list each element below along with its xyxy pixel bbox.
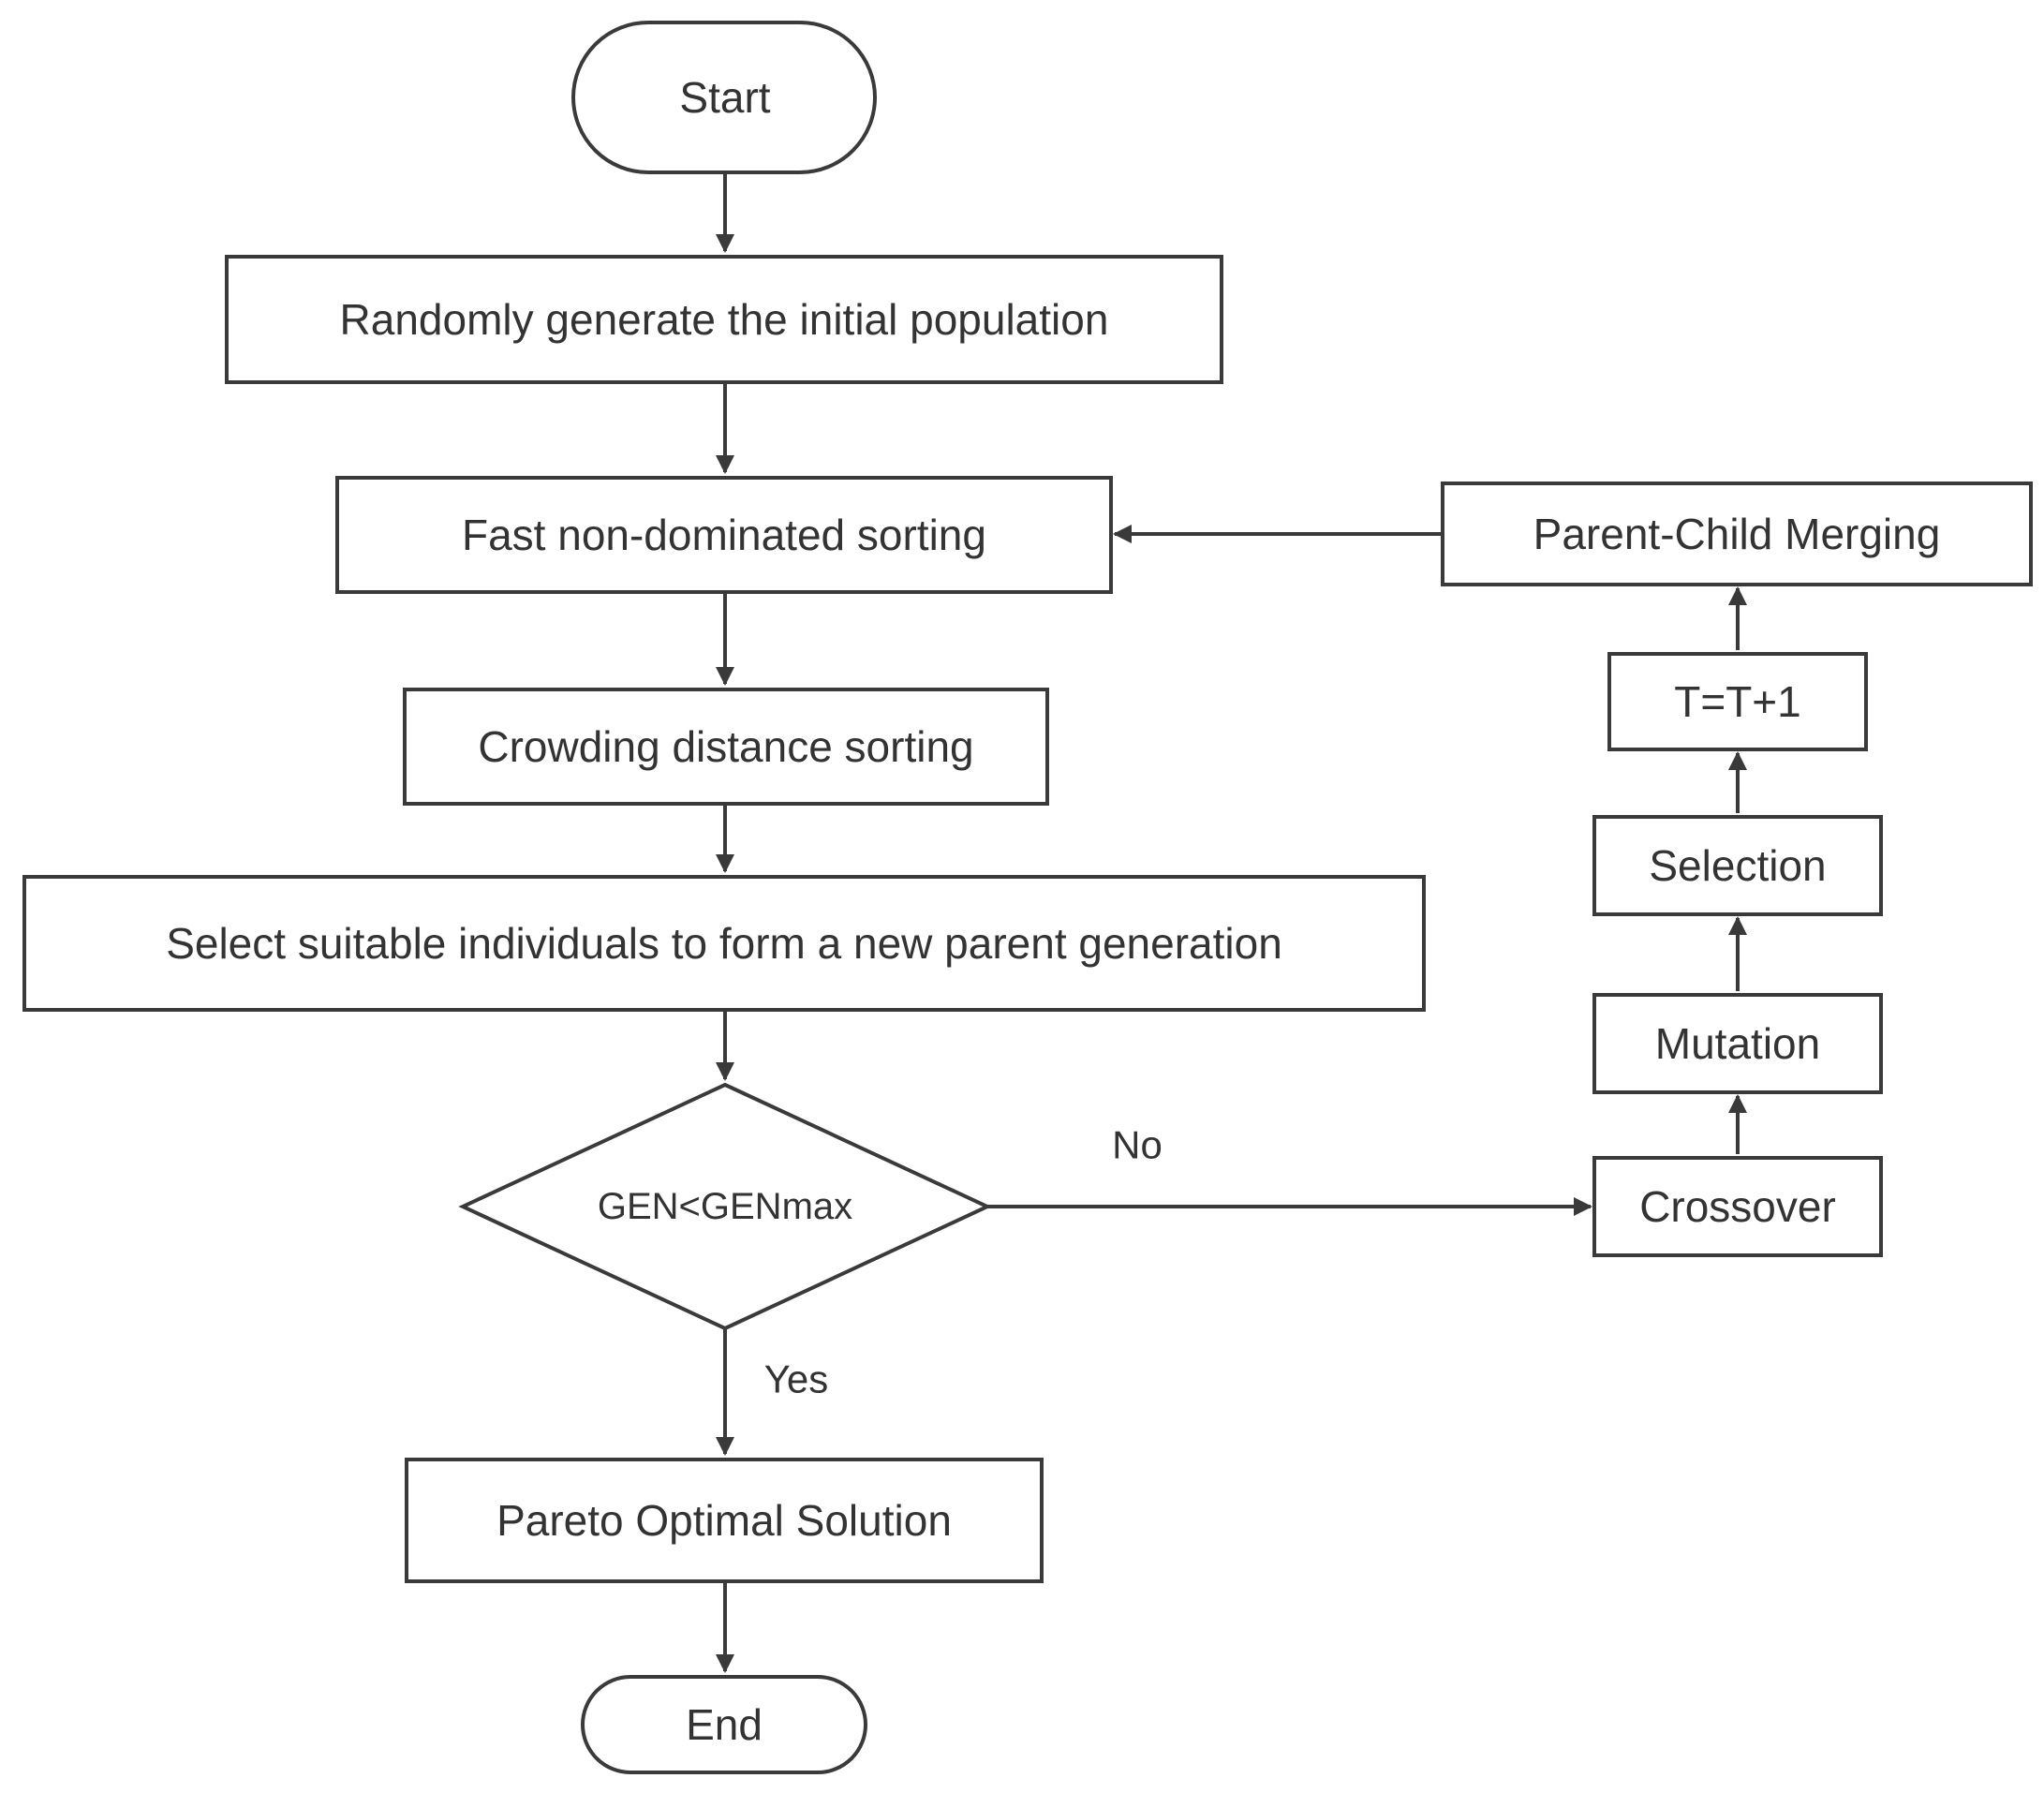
no-label: No: [1112, 1123, 1163, 1167]
decision-node: GEN<GENmax: [458, 1082, 992, 1331]
fast-sort-label: Fast non-dominated sorting: [462, 511, 986, 559]
fast-sort-node: Fast non-dominated sorting: [335, 476, 1113, 594]
select-parents-label: Select suitable individuals to form a ne…: [166, 919, 1282, 968]
crossover-label: Crossover: [1639, 1182, 1836, 1231]
selection-node: Selection: [1592, 815, 1883, 916]
start-label: Start: [679, 73, 770, 122]
init-population-label: Randomly generate the initial population: [340, 295, 1109, 344]
start-node: Start: [571, 21, 877, 174]
crowd-sort-label: Crowding distance sorting: [478, 722, 973, 771]
increment-label: T=T+1: [1674, 677, 1801, 726]
selection-label: Selection: [1649, 841, 1826, 890]
pareto-label: Pareto Optimal Solution: [496, 1496, 952, 1545]
mutation-label: Mutation: [1655, 1019, 1820, 1068]
pareto-node: Pareto Optimal Solution: [405, 1458, 1044, 1583]
crowd-sort-node: Crowding distance sorting: [403, 688, 1049, 806]
init-population-node: Randomly generate the initial population: [225, 255, 1223, 384]
merge-label: Parent-Child Merging: [1533, 510, 1941, 558]
crossover-node: Crossover: [1592, 1156, 1883, 1257]
merge-node: Parent-Child Merging: [1441, 482, 2033, 586]
end-label: End: [686, 1700, 763, 1749]
yes-label: Yes: [764, 1357, 829, 1401]
decision-label: GEN<GENmax: [598, 1186, 852, 1227]
select-parents-node: Select suitable individuals to form a ne…: [22, 875, 1426, 1012]
mutation-node: Mutation: [1592, 993, 1883, 1094]
increment-node: T=T+1: [1607, 652, 1868, 751]
end-node: End: [581, 1675, 867, 1774]
